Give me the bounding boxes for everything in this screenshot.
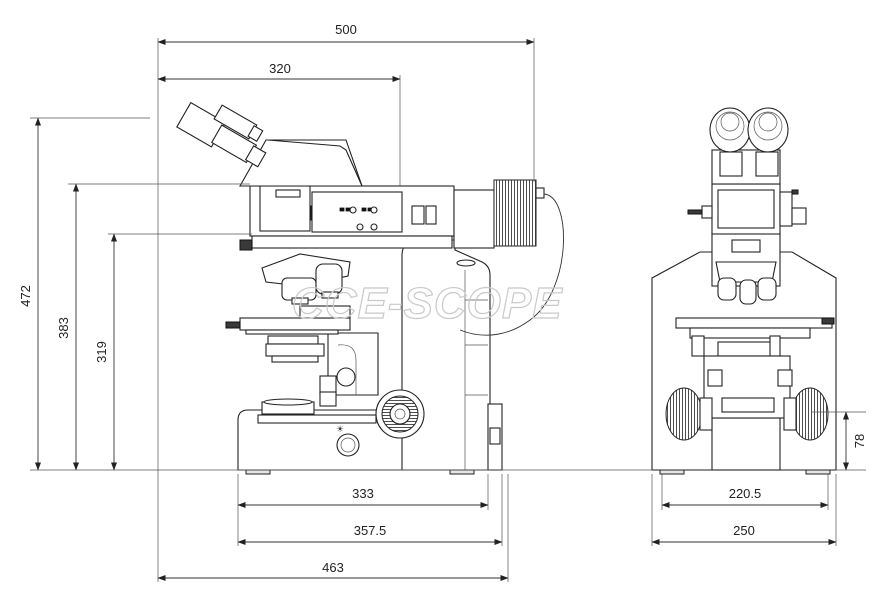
side-arm-cap: [456, 259, 476, 267]
side-foot-left: [245, 469, 271, 475]
side-focus-knob-inner: [389, 403, 411, 425]
front-base-center: [711, 417, 781, 471]
side-filter-slider: [239, 239, 253, 251]
dim-label-500: 500: [335, 22, 357, 37]
front-condenser: [717, 341, 777, 357]
dim-label-383: 383: [56, 317, 71, 339]
side-foot-right: [449, 469, 475, 475]
dim-label-78: 78: [852, 434, 867, 448]
front-view: [651, 107, 837, 475]
side-stage-holder: [299, 305, 351, 319]
side-stage-knob: [225, 321, 241, 329]
dim-label-319: 319: [94, 341, 109, 363]
side-lamphouse: [493, 179, 537, 247]
side-base-ledge: [257, 414, 377, 424]
dim-label-320: 320: [269, 61, 291, 76]
side-lamp-neck: [453, 189, 495, 249]
svg-text:☀: ☀: [336, 424, 344, 434]
front-focus-knob-right: [791, 387, 829, 441]
side-eyepiece: [176, 101, 267, 168]
front-eyepiece-left: [709, 107, 751, 153]
front-focus-knob-left: [665, 387, 703, 441]
dim-label-472: 472: [18, 285, 33, 307]
side-condenser: [265, 343, 325, 357]
front-stage: [675, 317, 833, 329]
side-view: ☀: [176, 101, 564, 475]
front-eyepiece-right: [747, 107, 789, 153]
dim-label-333: 333: [352, 486, 374, 501]
dim-label-463: 463: [322, 560, 344, 575]
dim-label-250: 250: [733, 523, 755, 538]
dimension-lines: [30, 38, 866, 582]
side-head-lower: [251, 235, 453, 249]
dim-label-220-5: 220.5: [729, 486, 762, 501]
side-arm: [401, 239, 491, 471]
side-brightness-knob: [336, 433, 360, 457]
watermark: CCE-SCOPE: [292, 279, 563, 328]
dim-label-357-5: 357.5: [354, 523, 387, 538]
side-lamp-cable: [459, 193, 564, 336]
side-condenser-knob: [319, 375, 337, 395]
